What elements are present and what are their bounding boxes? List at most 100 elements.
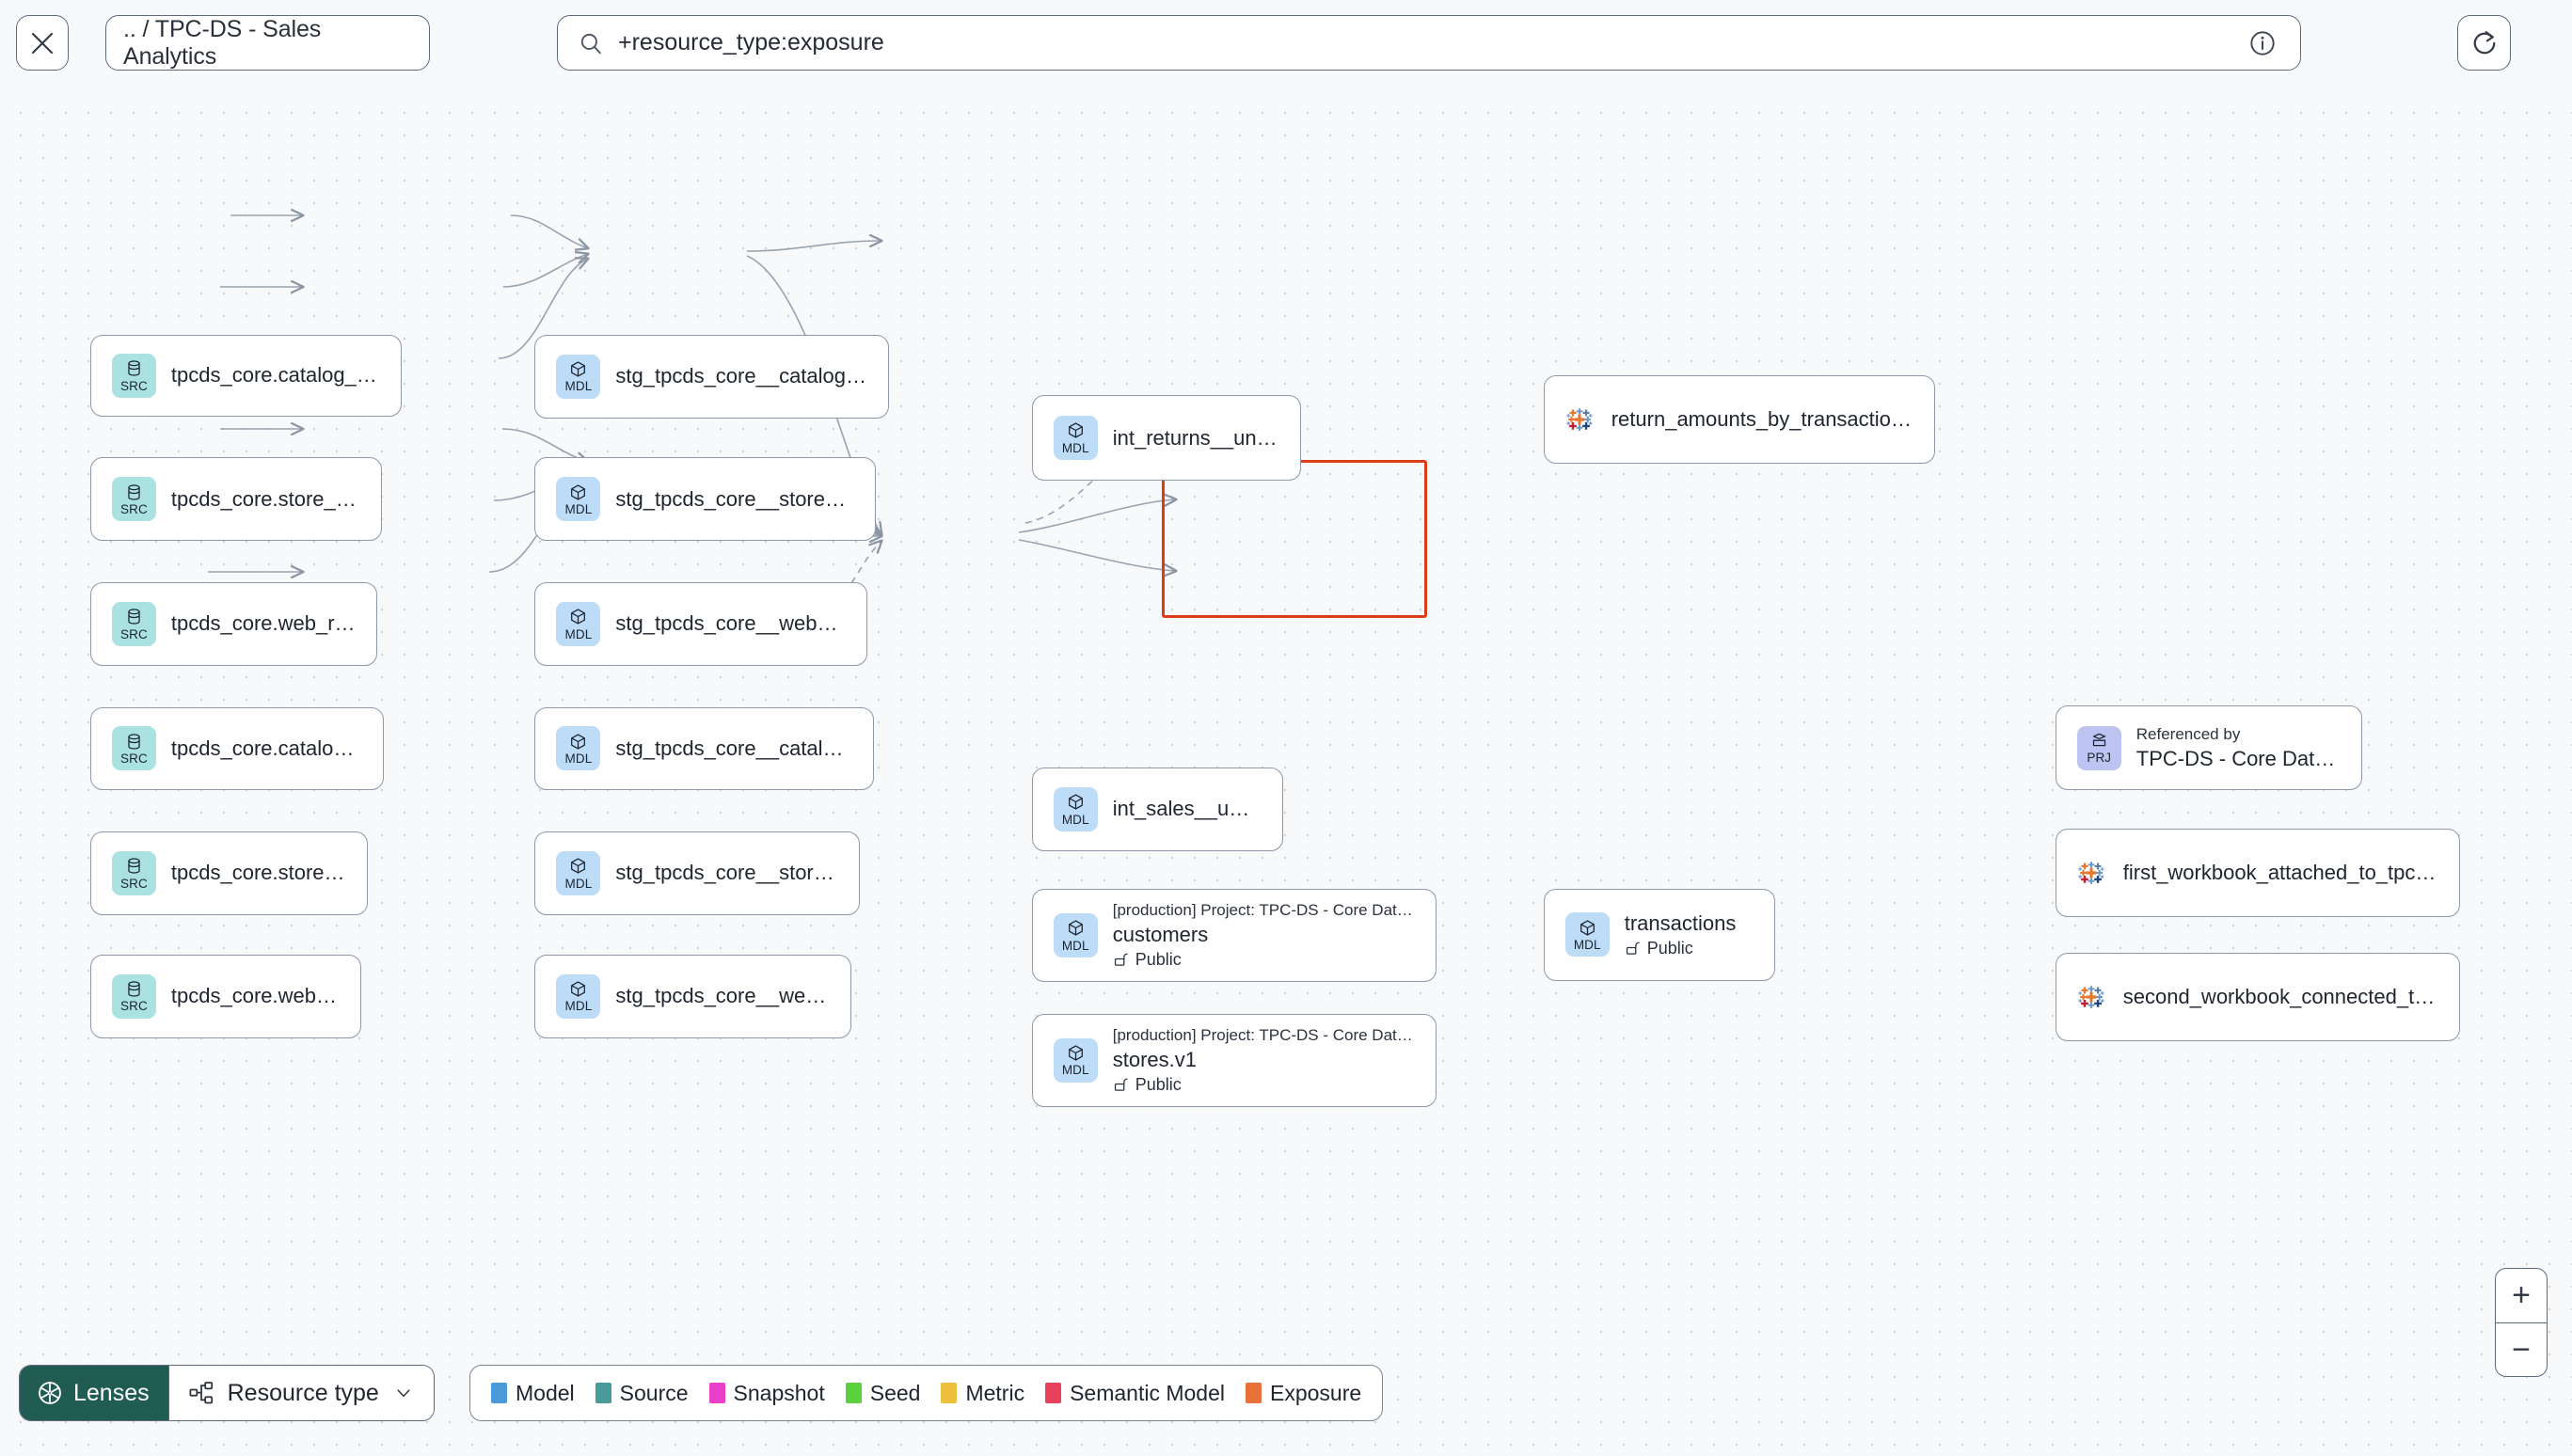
unlock-icon bbox=[1114, 953, 1128, 967]
node-visibility: Public bbox=[1113, 1075, 1416, 1095]
node-type-badge-mdl: MDL bbox=[556, 973, 601, 1019]
node-type-badge-mdl: MDL bbox=[556, 477, 601, 522]
node-text-stack: [production] Project: TPC-DS - Core Data… bbox=[1113, 901, 1416, 970]
legend-label: Seed bbox=[869, 1380, 921, 1405]
breadcrumb-label: .. / TPC-DS - Sales Analytics bbox=[123, 15, 322, 70]
cube-icon bbox=[571, 734, 586, 750]
legend-swatch bbox=[845, 1383, 862, 1403]
graph-node-stores_v1[interactable]: MDL [production] Project: TPC-DS - Core D… bbox=[1031, 1013, 1437, 1107]
badge-label: MDL bbox=[1061, 938, 1089, 953]
badge-glyph bbox=[1067, 919, 1085, 938]
bottom-toolbar: Lenses Resource type Model Source Snapshot… bbox=[0, 1268, 2572, 1456]
node-label: stg_tpcds_core__catalog_returns bbox=[615, 364, 867, 388]
legend-label: Metric bbox=[965, 1380, 1025, 1405]
badge-label: MDL bbox=[564, 752, 593, 767]
resource-type-legend: Model Source Snapshot Seed Metric Semantic Mo… bbox=[469, 1365, 1384, 1421]
badge-label: SRC bbox=[119, 502, 148, 517]
node-type-badge-mdl: MDL bbox=[556, 601, 601, 646]
node-label: stg_tpcds_core__store_returns bbox=[615, 486, 855, 511]
hierarchy-icon bbox=[189, 1382, 213, 1404]
lenses-button[interactable]: Lenses bbox=[20, 1366, 168, 1420]
node-visibility-label: Public bbox=[1135, 1074, 1182, 1094]
node-label: transactions bbox=[1624, 910, 1737, 935]
graph-node-customers[interactable]: MDL [production] Project: TPC-DS - Core D… bbox=[1031, 889, 1437, 983]
legend-swatch bbox=[708, 1383, 725, 1403]
search-input[interactable]: +resource_type:exposure bbox=[557, 15, 2301, 71]
legend-swatch bbox=[491, 1383, 507, 1403]
cube-icon bbox=[571, 981, 586, 997]
badge-glyph bbox=[1067, 421, 1085, 440]
graph-node-first_workbook[interactable]: first_workbook_attached_to_tpc-ds_-_… bbox=[2055, 828, 2461, 917]
search-query-text: +resource_type:exposure bbox=[618, 29, 884, 55]
graph-node-second_workbook[interactable]: second_workbook_connected_to_live… bbox=[2055, 953, 2461, 1042]
legend-swatch bbox=[595, 1383, 611, 1403]
badge-glyph bbox=[1067, 1043, 1085, 1062]
node-type-badge-prj: PRJ bbox=[2076, 725, 2121, 770]
legend-item-semantic-model[interactable]: Semantic Model bbox=[1045, 1381, 1225, 1406]
badge-glyph bbox=[569, 732, 587, 751]
node-label: int_sales__unioned bbox=[1112, 797, 1262, 821]
refresh-icon bbox=[2473, 30, 2495, 54]
graph-node-stg_store_returns[interactable]: MDL stg_tpcds_core__store_returns bbox=[534, 457, 877, 542]
badge-glyph bbox=[1579, 918, 1596, 937]
refresh-button[interactable] bbox=[2457, 15, 2511, 71]
zoom-in-button[interactable]: + bbox=[2512, 1277, 2531, 1314]
badge-label: MDL bbox=[564, 876, 593, 891]
zoom-out-button[interactable]: − bbox=[2496, 1321, 2547, 1377]
legend-item-seed[interactable]: Seed bbox=[845, 1380, 921, 1406]
node-type-badge-mdl: MDL bbox=[1053, 416, 1098, 461]
cube-icon bbox=[1068, 794, 1083, 810]
node-visibility: Public bbox=[1113, 950, 1416, 970]
node-label: customers bbox=[1112, 923, 1209, 947]
breadcrumb[interactable]: .. / TPC-DS - Sales Analytics bbox=[105, 15, 430, 71]
badge-label: MDL bbox=[1061, 1063, 1089, 1078]
node-type-badge-src: SRC bbox=[111, 973, 156, 1019]
info-icon[interactable] bbox=[2249, 30, 2276, 56]
graph-node-stg_catalog_returns[interactable]: MDL stg_tpcds_core__catalog_returns bbox=[534, 334, 890, 419]
node-label: tpcds_core.catalog_sales bbox=[170, 736, 362, 760]
resource-type-dropdown[interactable]: Resource type bbox=[167, 1366, 434, 1420]
badge-label: MDL bbox=[564, 379, 593, 394]
legend-label: Snapshot bbox=[733, 1380, 825, 1405]
database-icon bbox=[128, 981, 140, 997]
legend-item-model[interactable]: Model bbox=[491, 1381, 575, 1406]
graph-node-return_amounts_by_transaction_type[interactable]: return_amounts_by_transaction_type bbox=[1543, 375, 1936, 465]
badge-label: SRC bbox=[119, 626, 148, 641]
project-stack-icon bbox=[2092, 733, 2105, 747]
badge-glyph bbox=[569, 359, 587, 378]
node-project-subtitle: [production] Project: TPC-DS - Core Data… bbox=[1112, 1025, 1416, 1044]
legend-item-metric[interactable]: Metric bbox=[941, 1381, 1024, 1406]
legend-item-snapshot[interactable]: Snapshot bbox=[708, 1380, 825, 1406]
badge-label: MDL bbox=[564, 502, 593, 517]
legend-item-exposure[interactable]: Exposure bbox=[1246, 1381, 1361, 1406]
database-icon bbox=[128, 858, 140, 874]
close-button[interactable] bbox=[16, 15, 69, 71]
badge-label: MDL bbox=[564, 626, 593, 641]
database-icon bbox=[128, 609, 140, 625]
database-icon bbox=[128, 484, 140, 500]
unlock-icon bbox=[1114, 1078, 1128, 1091]
node-type-badge-mdl: MDL bbox=[556, 726, 601, 771]
legend-item-source[interactable]: Source bbox=[595, 1381, 689, 1406]
badge-glyph bbox=[2090, 731, 2108, 750]
chevron-down-icon bbox=[397, 1389, 410, 1398]
node-label: return_amounts_by_transaction_type bbox=[1611, 407, 1914, 432]
node-label: tpcds_core.store_sales bbox=[170, 861, 346, 885]
node-label: second_workbook_connected_to_live… bbox=[2122, 985, 2439, 1009]
badge-glyph bbox=[1067, 793, 1085, 812]
